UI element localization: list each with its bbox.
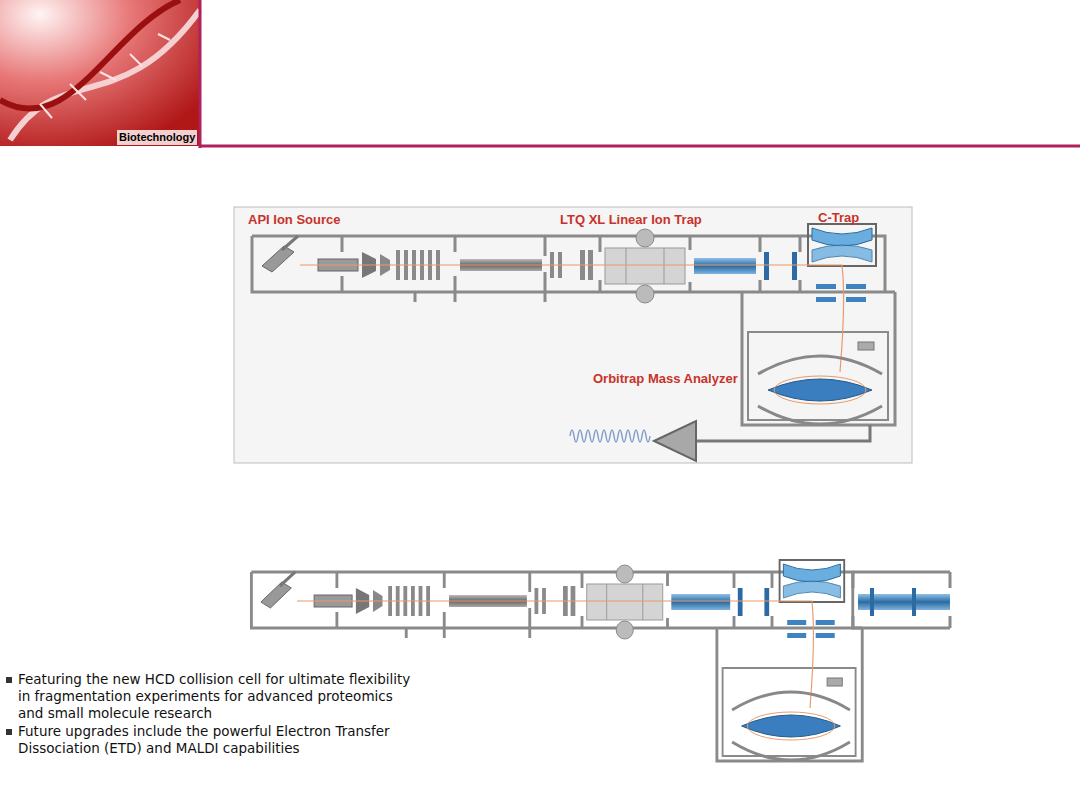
bullet-text: Future upgrades include the powerful Ele…: [18, 723, 416, 757]
logo-caption: Biotechnology: [117, 130, 197, 145]
bullet-text: Featuring the new HCD collision cell for…: [18, 671, 416, 722]
part-label: API Ion Source: [248, 212, 340, 227]
part-label: Orbitrap Mass Analyzer: [593, 371, 738, 386]
part-label: LTQ XL Linear Ion Trap: [560, 212, 702, 227]
bullet-marker: [6, 729, 12, 735]
part-label: C-Trap: [818, 210, 859, 225]
bullet-marker: [6, 677, 12, 683]
